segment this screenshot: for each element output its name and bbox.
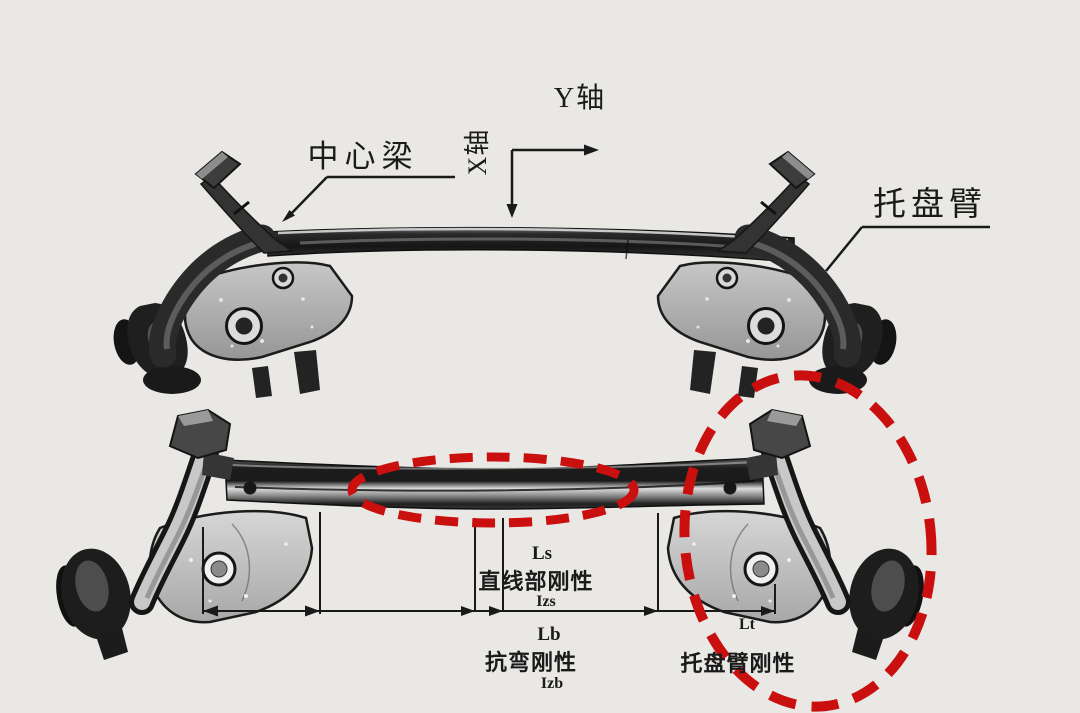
lb-dimension-label: Lb bbox=[537, 624, 560, 645]
top-left-trailing-arm bbox=[113, 150, 354, 398]
ls-dimension-label: Ls bbox=[532, 543, 552, 564]
highlight-ellipses bbox=[347, 370, 937, 712]
leader-lines bbox=[282, 175, 990, 272]
lower-tab bbox=[294, 350, 320, 394]
beam-end-hole bbox=[243, 481, 257, 495]
dim-arrowhead bbox=[489, 606, 503, 616]
izs-label: Izs bbox=[536, 593, 556, 610]
x-axis-arrowhead bbox=[506, 204, 518, 218]
bushing-foot bbox=[143, 366, 201, 394]
beam-gusset bbox=[202, 452, 234, 480]
trailing-arm-leader bbox=[825, 225, 990, 272]
trailing-arm-highlight-ellipse bbox=[679, 370, 937, 712]
dim-arrowhead bbox=[761, 606, 775, 616]
bushing-foot bbox=[96, 628, 128, 660]
trailing-arm-stiffness-label: 托盘臂刚性 bbox=[680, 651, 795, 676]
y-axis-label: Y轴 bbox=[554, 82, 606, 114]
dimension-lines bbox=[202, 512, 776, 617]
y-axis-arrowhead bbox=[584, 144, 599, 156]
top-mount-bracket bbox=[194, 150, 242, 190]
dim-arrowhead bbox=[305, 605, 320, 617]
straight-section-stiffness-label: 直线部刚性 bbox=[478, 569, 593, 594]
x-axis-label: X轴 bbox=[463, 129, 492, 176]
top-center-beam bbox=[267, 226, 795, 263]
bottom-left-trailing-arm bbox=[56, 408, 314, 660]
spring-seat-plate bbox=[183, 261, 354, 361]
axis-indicator bbox=[506, 144, 599, 218]
lower-tab bbox=[252, 366, 272, 398]
lt-dimension-label: Lt bbox=[739, 616, 756, 633]
center-beam-label: 中心梁 bbox=[308, 139, 419, 174]
top-axle-illustration bbox=[113, 150, 900, 398]
shock-fork bbox=[199, 174, 295, 254]
center-beam-leader-arrowhead bbox=[282, 210, 295, 222]
dim-arrowhead bbox=[203, 605, 218, 617]
dim-arrowhead bbox=[644, 606, 658, 616]
labels: Y轴 X轴 中心梁 托盘臂 Ls 直线部刚性 Izs Lb 抗弯刚性 Izb L… bbox=[308, 82, 987, 692]
bending-stiffness-label: 抗弯刚性 bbox=[485, 650, 577, 675]
beam-highlight-ellipse bbox=[347, 452, 639, 528]
dim-arrowhead bbox=[461, 606, 475, 616]
center-beam-leader bbox=[285, 175, 455, 220]
izb-label: Izb bbox=[541, 675, 563, 692]
trailing-arm-label: 托盘臂 bbox=[873, 186, 987, 223]
